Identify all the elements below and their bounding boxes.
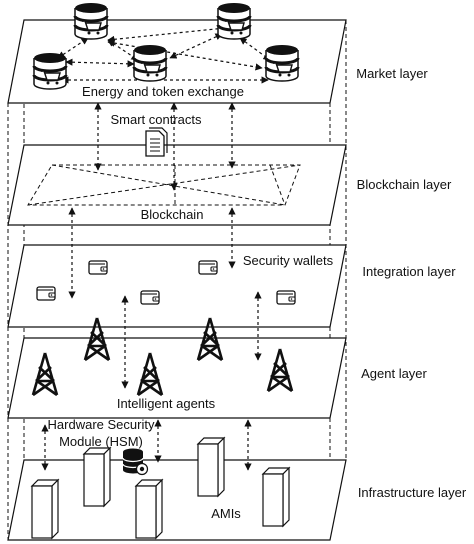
wallet-icon [140, 290, 160, 305]
ami-meter-icon [135, 479, 163, 539]
inter-layer-arrows [41, 102, 262, 471]
agent-layer-label: Agent layer [361, 366, 427, 381]
blockchain-inner-label: Blockchain [141, 207, 204, 222]
intelligent-agents-label: Intelligent agents [117, 396, 216, 411]
security-wallets-label: Security wallets [243, 253, 334, 268]
amis-label: AMIs [211, 506, 241, 521]
market-node-icon [264, 43, 300, 83]
document-icon [145, 127, 168, 157]
market-exchange-arrows [57, 25, 271, 84]
ami-meter-icon [31, 479, 59, 539]
market-inner-label: Energy and token exchange [82, 84, 244, 99]
market-node-icon [73, 1, 109, 41]
blockchain-network [27, 164, 301, 206]
smart-contracts-label: Smart contracts [110, 112, 202, 127]
hsm-label-line2: Module (HSM) [59, 434, 143, 449]
wallet-icon [276, 290, 296, 305]
ami-meter-icon [262, 467, 290, 527]
wallet-icon [198, 260, 218, 275]
market-node-icon [132, 43, 168, 83]
integration-layer-label: Integration layer [362, 264, 456, 279]
infrastructure-layer-label: Infrastructure layer [358, 485, 467, 500]
market-node-icon [32, 51, 68, 91]
wallet-icon [36, 286, 56, 301]
hsm-label-line1: Hardware Security [48, 417, 155, 432]
ami-meter-icon [83, 447, 111, 507]
market-layer-label: Market layer [356, 66, 428, 81]
wallet-icon [88, 260, 108, 275]
blockchain-layer-label: Blockchain layer [357, 177, 452, 192]
ami-meter-icon [197, 437, 225, 497]
infrastructure-layer-plane [7, 459, 347, 541]
market-node-icon [216, 1, 252, 41]
